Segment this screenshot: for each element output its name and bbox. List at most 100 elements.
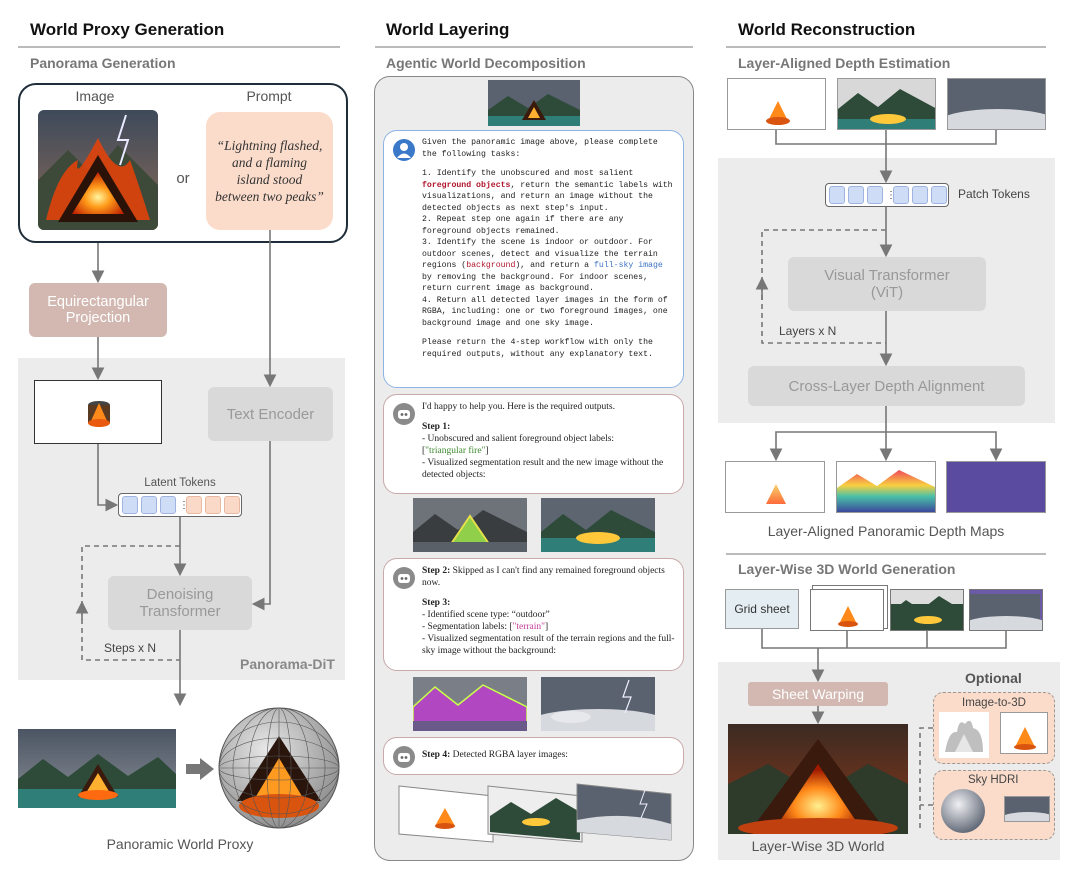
projection-arrow-icon	[186, 758, 214, 785]
latent-token	[141, 496, 157, 514]
image-to-3d-input	[1000, 712, 1048, 754]
latent-token	[224, 496, 240, 514]
bracket-close: ]	[485, 446, 489, 456]
sheet-layer-background	[890, 589, 964, 631]
sheet-warping-box: Sheet Warping	[748, 682, 888, 706]
layers-label: Layers x N	[779, 324, 837, 338]
step-3-line-3: - Visualized segmentation result of the …	[422, 634, 675, 656]
middle-column-title: World Layering	[386, 20, 510, 39]
terrain-label: "terrain"	[512, 622, 546, 632]
agent-reply-step4: Step 4: Detected RGBA layer images:	[383, 737, 684, 775]
step-2-heading: Step 2:	[422, 566, 451, 576]
rgba-layer-foreground	[397, 782, 497, 844]
task-4: 4. Return all detected layer images in t…	[422, 295, 668, 328]
task-2: 2. Repeat step one again if there are an…	[422, 215, 624, 236]
step-2-text: Skipped as I can't find any remained for…	[422, 566, 665, 588]
or-label: or	[176, 170, 190, 187]
depth-map-foreground	[725, 461, 825, 513]
text-encoder-label: Text Encoder	[226, 405, 315, 423]
prompt-box: “Lightning flashed, and a flaming island…	[206, 112, 333, 230]
sheet-layer-foreground	[810, 589, 884, 631]
task-3-e: by removing the background. For indoor s…	[422, 272, 649, 294]
task-3-c: ), and return a	[515, 261, 594, 270]
sky-hdri-sphere	[939, 787, 987, 835]
sky-hdri-input	[1004, 796, 1050, 822]
bracket-close: ]	[545, 622, 549, 632]
step-4-line: Step 4: Detected RGBA layer images:	[422, 750, 675, 760]
image-to-3d-label: Image-to-3D	[962, 697, 1026, 709]
left-column-title: World Proxy Generation	[30, 20, 225, 39]
denoising-transformer-box: Denoising Transformer	[108, 576, 252, 630]
right-column-title: World Reconstruction	[738, 20, 916, 39]
step-3-line-1: - Identified scene type: “outdoor”	[422, 610, 550, 620]
optional-label: Optional	[965, 670, 1022, 686]
right-title-rule	[726, 46, 1046, 48]
task-3-a: 3. Identify the scene is indoor or outdo…	[422, 238, 658, 270]
latent-token	[160, 496, 176, 514]
task-1: 1. Identify the unobscured and most sali…	[422, 168, 675, 214]
patch-token	[829, 186, 845, 204]
left-title-rule	[18, 46, 340, 48]
patch-token	[931, 186, 947, 204]
equirectangular-projection-box: Equirectangular Projection	[29, 283, 167, 337]
sheet-warping-label: Sheet Warping	[771, 686, 865, 702]
agent-reply-step1: I'd happy to help you. Here is the requi…	[383, 394, 684, 494]
user-avatar-icon	[393, 139, 415, 161]
cross-layer-label: Cross-Layer Depth Alignment	[788, 377, 985, 395]
depth-map-sky	[946, 461, 1046, 513]
user-outro: Please return the 4-step workflow with o…	[422, 338, 653, 359]
rgba-layer-background	[486, 782, 586, 844]
depth-input-sky	[947, 78, 1046, 130]
user-prompt-text: Given the panoramic image above, please …	[422, 137, 675, 360]
latent-token	[186, 496, 202, 514]
agent-input-panorama	[488, 80, 580, 126]
panorama-generation-subtitle: Panorama Generation	[30, 55, 176, 71]
step-1-line-3: - Visualized segmentation result and the…	[422, 458, 664, 480]
robot-icon	[393, 567, 415, 589]
depth-input-background	[837, 78, 936, 130]
depth-estimation-subtitle: Layer-Aligned Depth Estimation	[738, 55, 951, 71]
input-volcano-image	[38, 110, 158, 230]
latent-tokens-strip: ⋮	[118, 493, 242, 517]
task-3-fullsky: full-sky image	[594, 261, 663, 270]
3d-generation-subtitle: Layer-Wise 3D World Generation	[738, 561, 956, 577]
agentic-decomposition-subtitle: Agentic World Decomposition	[386, 55, 586, 71]
latent-token	[205, 496, 221, 514]
task-3-background: background	[466, 261, 516, 270]
middle-title-rule	[375, 46, 693, 48]
user-prompt-bubble: Given the panoramic image above, please …	[383, 130, 684, 388]
panoramic-world-proxy-caption: Panoramic World Proxy	[106, 836, 254, 852]
step-3-heading: Step 3:	[422, 598, 451, 608]
patch-token	[848, 186, 864, 204]
step-1-line-1: - Unobscured and salient foreground obje…	[422, 434, 615, 444]
user-intro: Given the panoramic image above, please …	[422, 138, 658, 159]
task-1-highlight: foreground objects	[422, 180, 511, 190]
task-3: 3. Identify the scene is indoor or outdo…	[422, 237, 675, 295]
step-2-line: Step 2: Skipped as I can't find any rema…	[422, 565, 675, 589]
patch-tokens-label: Patch Tokens	[958, 187, 1030, 201]
step-1-label-list: ["triangular fire"]	[422, 445, 675, 457]
task-1-a: 1. Identify the unobscured and most sali…	[422, 169, 634, 178]
steps-label: Steps x N	[104, 641, 157, 655]
grid-sheet-box: Grid sheet	[725, 589, 799, 629]
terrain-segmentation-image	[413, 677, 527, 731]
depth-maps-caption: Layer-Aligned Panoramic Depth Maps	[767, 523, 1005, 539]
prompt-text: “Lightning flashed, and a flaming island…	[215, 138, 324, 204]
step-4-text: Detected RGBA layer images:	[450, 750, 568, 760]
patch-tokens-strip: ⋮	[825, 183, 949, 207]
latent-tokens-label: Latent Tokens	[144, 477, 216, 489]
agent-reply-step2-3: Step 2: Skipped as I can't find any rema…	[383, 558, 684, 671]
projected-image	[34, 380, 162, 444]
grid-sheet-label: Grid sheet	[734, 602, 790, 616]
segmentation-result-image	[413, 498, 527, 552]
cross-layer-alignment-box: Cross-Layer Depth Alignment	[748, 366, 1025, 406]
step-3-label-list: - Segmentation labels: ["terrain"]	[422, 621, 675, 633]
equirectangular-label: Equirectangular Projection	[47, 294, 149, 326]
patch-token	[893, 186, 909, 204]
robot-icon	[393, 746, 415, 768]
robot-icon	[393, 403, 415, 425]
prompt-label: Prompt	[246, 88, 292, 104]
denoising-label: Denoising Transformer	[139, 586, 221, 620]
latent-token	[122, 496, 138, 514]
full-sky-image	[541, 677, 655, 731]
